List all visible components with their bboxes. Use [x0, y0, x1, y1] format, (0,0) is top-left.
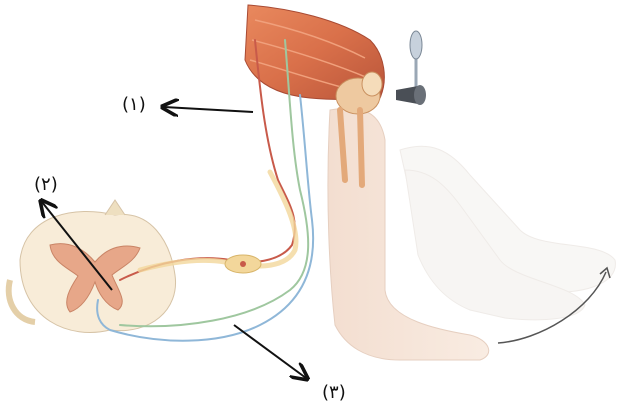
dorsal-root-ganglion: [225, 255, 261, 273]
arrow-1: [164, 107, 253, 112]
label-3: (٣): [322, 382, 346, 403]
label-2: (٢): [34, 174, 58, 195]
arrow-3: [234, 325, 306, 378]
reflex-hammer-icon: [396, 31, 426, 105]
label-1: (١): [122, 94, 146, 115]
ghost-lower-leg: [400, 146, 615, 320]
